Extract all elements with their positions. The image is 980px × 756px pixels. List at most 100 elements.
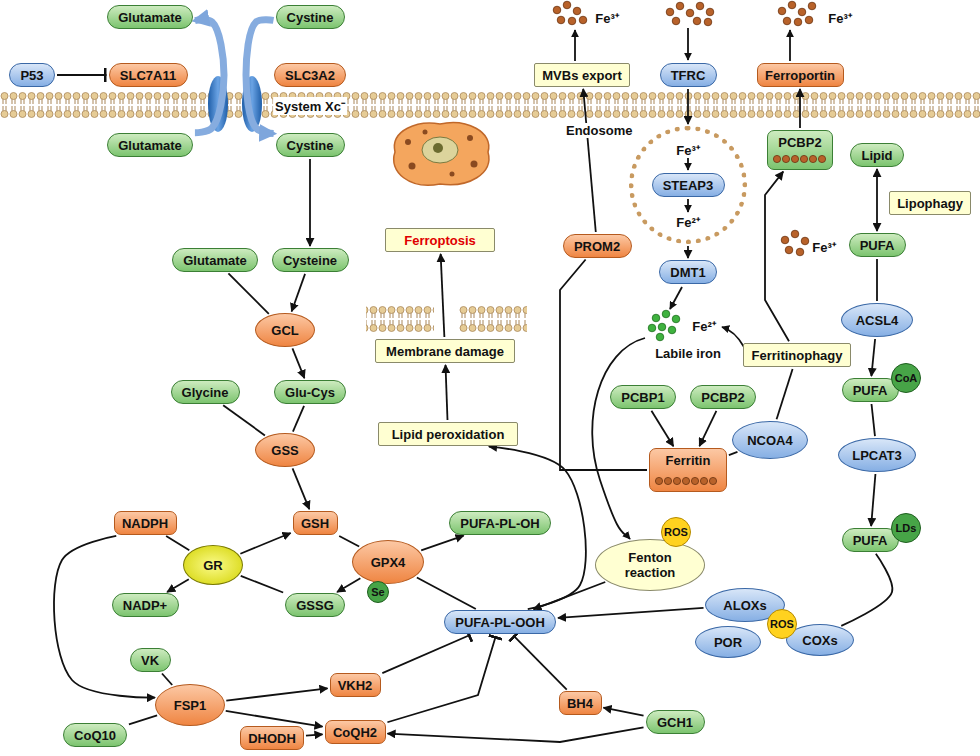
pill-node: Cysteine bbox=[272, 248, 349, 272]
pathway-arrow bbox=[309, 159, 311, 246]
ellipse-node: GSS bbox=[255, 433, 315, 467]
inhibition-line bbox=[513, 635, 566, 689]
pathway-arrow bbox=[560, 260, 647, 470]
pathway-arrow bbox=[421, 536, 463, 551]
node-text: CoQH2 bbox=[333, 725, 377, 740]
node-text: COXs bbox=[802, 633, 837, 648]
node-text: PCBP2 bbox=[701, 390, 744, 405]
node-text: MVBs export bbox=[542, 68, 621, 83]
pathway-arrow bbox=[871, 339, 875, 376]
text-label: Fe³⁺ bbox=[676, 141, 700, 159]
node-text: PUFA-PL-OH bbox=[460, 516, 539, 531]
pathway-arrow bbox=[699, 411, 716, 446]
pill-node: Glu-Cys bbox=[274, 380, 346, 404]
pathway-arrow bbox=[603, 708, 643, 716]
pathway-arrow bbox=[226, 688, 327, 700]
label-box: Ferritinophagy bbox=[743, 343, 851, 367]
pathway-arrow bbox=[240, 533, 290, 554]
pill-node: SLC3A2 bbox=[274, 63, 346, 87]
ellipse-node: LPCAT3 bbox=[838, 438, 916, 472]
node-text: Ferroportin bbox=[765, 68, 835, 83]
label-box: MVBs export bbox=[534, 63, 630, 87]
rounded-box: PCBP2 bbox=[767, 130, 833, 170]
pill-node: PUFA-PL-OH bbox=[449, 511, 551, 535]
circle-badge: Se bbox=[367, 581, 389, 603]
iron-dot bbox=[673, 477, 680, 484]
pathway-arrow bbox=[292, 274, 305, 312]
pathway-arrow bbox=[876, 259, 878, 301]
pathway-arrow bbox=[583, 89, 596, 232]
node-text: BH4 bbox=[567, 696, 593, 711]
pathway-arrow bbox=[876, 169, 878, 231]
pill-node: CoQ10 bbox=[63, 723, 127, 747]
iron-dot bbox=[809, 155, 816, 162]
node-text: Ferritin bbox=[666, 453, 711, 468]
node-text: Glutamate bbox=[183, 253, 247, 268]
pathway-arrow bbox=[871, 474, 875, 526]
node-text: Cystine bbox=[287, 10, 334, 25]
iron-dot bbox=[664, 477, 671, 484]
rounded-box: Ferritin bbox=[649, 448, 727, 492]
label-box: Membrane damage bbox=[375, 339, 515, 363]
text-label: Fe³⁺ bbox=[812, 238, 836, 256]
pathway-arrow bbox=[799, 89, 801, 128]
node-text: PUFA bbox=[860, 238, 895, 253]
ellipse-node: GR bbox=[183, 545, 243, 585]
node-text: PUFA bbox=[853, 533, 888, 548]
ellipse-node: NCOA4 bbox=[732, 421, 808, 459]
node-text: ACSL4 bbox=[856, 313, 899, 328]
pathway-arrow bbox=[533, 582, 605, 609]
node-text: GCH1 bbox=[657, 715, 693, 730]
node-text: POR bbox=[714, 635, 742, 650]
node-text: GSH bbox=[301, 516, 329, 531]
node-text: Membrane damage bbox=[386, 344, 504, 359]
pathway-arrow bbox=[293, 468, 310, 509]
node-text: VK bbox=[141, 653, 159, 668]
damaged-membrane bbox=[459, 306, 527, 332]
node-text: GSSG bbox=[296, 598, 334, 613]
label-box: Ferroptosis bbox=[385, 228, 495, 252]
iron-dot bbox=[800, 155, 807, 162]
pathway-arrow bbox=[687, 89, 689, 124]
pathway-arrow bbox=[166, 536, 189, 550]
node-text: ALOXs bbox=[723, 598, 766, 613]
labile-iron-dots bbox=[648, 310, 680, 341]
pill-node: PCBP1 bbox=[610, 385, 676, 409]
iron-dot bbox=[791, 155, 798, 162]
iron-dot bbox=[773, 155, 780, 162]
node-text: PUFA-PL-OOH bbox=[455, 615, 545, 630]
pill-node: PUFA bbox=[849, 233, 906, 257]
ellipse-node: GCL bbox=[255, 313, 315, 347]
node-text: NADP+ bbox=[123, 598, 167, 613]
node-text: PCBP1 bbox=[621, 390, 664, 405]
pathway-arrow bbox=[293, 406, 304, 432]
text-label: Fe²⁺ bbox=[676, 213, 700, 231]
pill-node: PUFA bbox=[842, 378, 899, 402]
pill-node: Cystine bbox=[276, 5, 345, 29]
pill-node: PCBP2 bbox=[690, 385, 756, 409]
node-text: Glycine bbox=[182, 385, 229, 400]
pathway-arrow bbox=[129, 715, 157, 724]
node-text: PROM2 bbox=[574, 239, 620, 254]
rounded-box: DHODH bbox=[240, 726, 304, 750]
circle-badge: CoA bbox=[891, 363, 921, 393]
ellipse-node: FSP1 bbox=[155, 684, 225, 726]
pill-node: Glutamate bbox=[107, 133, 193, 157]
damaged-membrane bbox=[366, 306, 434, 332]
pill-node: DMT1 bbox=[659, 260, 717, 284]
rounded-box: Ferroportin bbox=[757, 63, 844, 87]
node-text: SLC3A2 bbox=[285, 68, 335, 83]
pathway-arrow bbox=[441, 254, 445, 337]
node-text: CoQ10 bbox=[74, 728, 116, 743]
text-label: Fe²⁺ bbox=[692, 317, 716, 335]
rounded-box: CoQH2 bbox=[325, 720, 386, 744]
text-label: System Xc⁻ bbox=[273, 97, 347, 115]
pill-node: NADP+ bbox=[112, 593, 179, 617]
node-text: PCBP2 bbox=[778, 135, 821, 150]
node-text: Cystine bbox=[287, 138, 334, 153]
ferroptotic-cell bbox=[394, 123, 489, 186]
pill-node: Cystine bbox=[276, 133, 345, 157]
pathway-arrow bbox=[337, 578, 360, 592]
pill-node: GCH1 bbox=[646, 710, 705, 734]
